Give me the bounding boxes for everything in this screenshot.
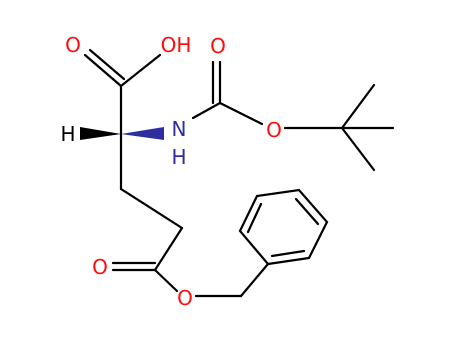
oxygen-label-ester: O bbox=[177, 286, 193, 310]
oxygen-label-acid-carbonyl: O bbox=[65, 33, 81, 57]
oxygen-label-boc-carbonyl: O bbox=[210, 34, 226, 58]
bond-gamma-ester-c bbox=[153, 226, 184, 272]
oxygen-label-boc-ester: O bbox=[266, 118, 282, 142]
nitrogen-label: N bbox=[172, 117, 187, 141]
bond-acid-c-oh bbox=[119, 53, 162, 88]
bond-boc-c-o-single bbox=[218, 101, 264, 126]
bond-acid-c-o-double-2 bbox=[88, 48, 126, 81]
benzene-ring bbox=[238, 188, 329, 266]
benzene-inner-bond-3 bbox=[246, 202, 263, 234]
bond-tbu-methyl-down bbox=[340, 126, 376, 172]
amide-hydrogen-label: H bbox=[171, 145, 186, 169]
benzene-inner-bond-1 bbox=[270, 249, 306, 258]
bond-ch2-phenyl bbox=[239, 262, 270, 298]
bond-ester-c-o-single bbox=[153, 268, 179, 293]
hashed-wedge-to-hydrogen bbox=[80, 127, 121, 140]
benzene-inner-bond-2 bbox=[294, 197, 320, 226]
bond-acid-c-o-double-1 bbox=[83, 53, 123, 88]
solid-wedge-to-nitrogen bbox=[121, 127, 164, 140]
oxygen-label-ester-carbonyl: O bbox=[92, 255, 108, 279]
bond-tbu-methyl-up bbox=[340, 83, 376, 130]
hydroxyl-label: OH bbox=[161, 33, 192, 57]
bond-n-boc-c bbox=[191, 101, 222, 120]
alpha-hydrogen-label: H bbox=[60, 122, 75, 146]
bond-beta-gamma bbox=[119, 187, 184, 230]
